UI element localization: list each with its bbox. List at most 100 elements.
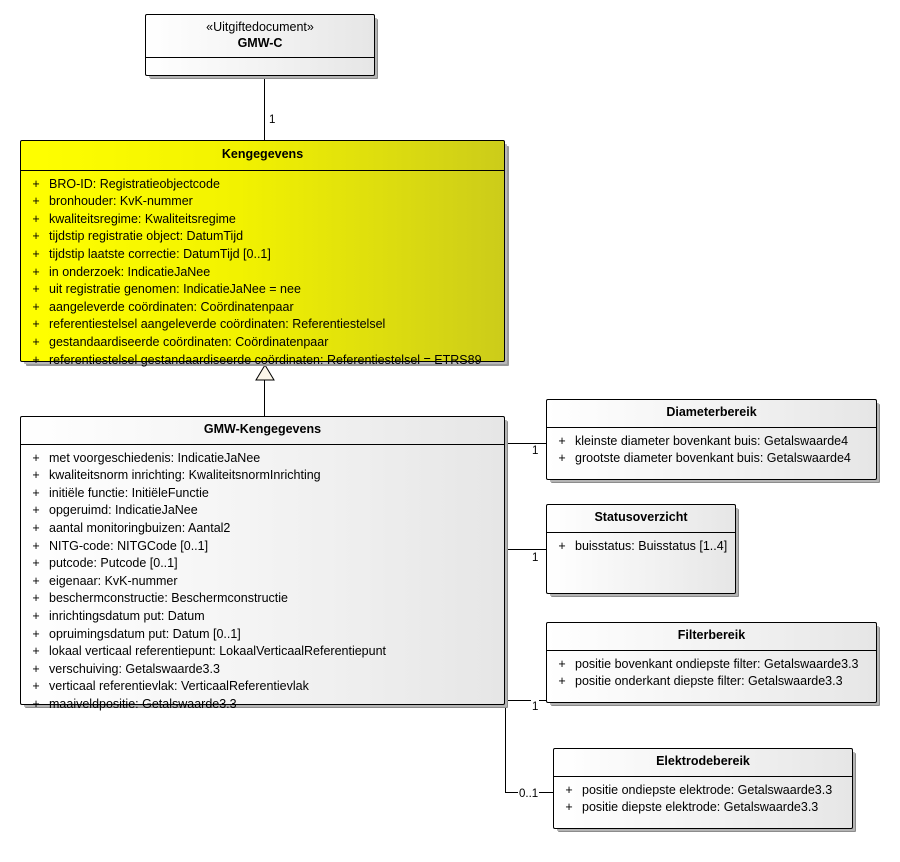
class-kengegevens-name: Kengegevens bbox=[221, 147, 304, 161]
visibility-marker: + bbox=[32, 468, 40, 483]
attribute-row: + referentiestelsel aangeleverde coördin… bbox=[21, 316, 504, 334]
class-filterbereik-attributes: + positie bovenkant ondiepste filter: Ge… bbox=[547, 651, 876, 696]
multiplicity-gmwc-kengegevens: 1 bbox=[268, 113, 277, 127]
attribute-row: + maaiveldpositie: Getalswaarde3.3 bbox=[21, 696, 504, 714]
class-kengegevens[interactable]: Kengegevens + BRO-ID: Registratieobjectc… bbox=[20, 140, 505, 367]
attribute-signature: opruimingsdatum put: Datum [0..1] bbox=[49, 626, 241, 641]
attribute-signature: in onderzoek: IndicatieJaNee bbox=[49, 264, 211, 279]
attribute-signature: positie diepste elektrode: Getalswaarde3… bbox=[582, 800, 819, 815]
attribute-row: + kleinste diameter bovenkant buis: Geta… bbox=[547, 433, 876, 451]
visibility-marker: + bbox=[32, 352, 40, 367]
attribute-signature: tijdstip registratie object: DatumTijd bbox=[49, 229, 244, 244]
class-elektrodebereik-header: Elektrodebereik bbox=[554, 749, 852, 777]
attribute-signature: inrichtingsdatum put: Datum bbox=[49, 608, 205, 623]
attribute-row: + beschermconstructie: Beschermconstruct… bbox=[21, 590, 504, 608]
class-filterbereik-name: Filterbereik bbox=[677, 628, 746, 642]
attribute-row: + aangeleverde coördinaten: Coördinatenp… bbox=[21, 299, 504, 317]
attribute-signature: maaiveldpositie: Getalswaarde3.3 bbox=[49, 696, 237, 711]
attribute-row: + lokaal verticaal referentiepunt: Lokaa… bbox=[21, 643, 504, 661]
visibility-marker: + bbox=[32, 282, 40, 297]
attribute-signature: positie onderkant diepste filter: Getals… bbox=[575, 674, 843, 689]
visibility-marker: + bbox=[32, 696, 40, 711]
attribute-signature: kwaliteitsregime: Kwaliteitsregime bbox=[49, 211, 236, 226]
visibility-marker: + bbox=[32, 450, 40, 465]
class-gmw-c[interactable]: «Uitgiftedocument» GMW-C bbox=[145, 14, 375, 76]
visibility-marker: + bbox=[32, 679, 40, 694]
attribute-row: + verschuiving: Getalswaarde3.3 bbox=[21, 661, 504, 679]
visibility-marker: + bbox=[32, 264, 40, 279]
attribute-signature: uit registratie genomen: IndicatieJaNee … bbox=[49, 282, 301, 297]
class-statusoverzicht-header: Statusoverzicht bbox=[547, 505, 735, 533]
multiplicity-diameterbereik: 1 bbox=[531, 444, 540, 458]
attribute-row: + eigenaar: KvK-nummer bbox=[21, 573, 504, 591]
attribute-row: + gestandaardiseerde coördinaten: Coördi… bbox=[21, 334, 504, 352]
class-kengegevens-header: Kengegevens bbox=[21, 141, 504, 171]
attribute-row: + kwaliteitsregime: Kwaliteitsregime bbox=[21, 211, 504, 229]
class-gmw-kengegevens[interactable]: GMW-Kengegevens + met voorgeschiedenis: … bbox=[20, 416, 505, 711]
attribute-signature: kleinste diameter bovenkant buis: Getals… bbox=[575, 433, 849, 448]
class-statusoverzicht-attributes: + buisstatus: Buisstatus [1..4] bbox=[547, 533, 735, 561]
attribute-row: + putcode: Putcode [0..1] bbox=[21, 555, 504, 573]
attribute-signature: referentiestelsel aangeleverde coördinat… bbox=[49, 317, 386, 332]
visibility-marker: + bbox=[32, 556, 40, 571]
visibility-marker: + bbox=[32, 661, 40, 676]
attribute-row: + tijdstip registratie object: DatumTijd bbox=[21, 228, 504, 246]
edge-gmwc-kengegevens bbox=[264, 78, 265, 140]
attribute-row: + BRO-ID: Registratieobjectcode bbox=[21, 176, 504, 194]
visibility-marker: + bbox=[32, 247, 40, 261]
class-gmw-kengegevens-name: GMW-Kengegevens bbox=[203, 422, 322, 436]
class-diameterbereik-attributes: + kleinste diameter bovenkant buis: Geta… bbox=[547, 428, 876, 473]
class-statusoverzicht[interactable]: Statusoverzicht + buisstatus: Buisstatus… bbox=[546, 504, 736, 594]
visibility-marker: + bbox=[558, 538, 566, 553]
class-diameterbereik[interactable]: Diameterbereik + kleinste diameter boven… bbox=[546, 399, 877, 480]
class-statusoverzicht-name: Statusoverzicht bbox=[594, 510, 688, 524]
edge-to-diameterbereik bbox=[505, 443, 547, 444]
attribute-row: + verticaal referentievlak: VerticaalRef… bbox=[21, 678, 504, 696]
attribute-row: + positie diepste elektrode: Getalswaard… bbox=[554, 799, 852, 817]
class-elektrodebereik-name: Elektrodebereik bbox=[656, 754, 750, 768]
visibility-marker: + bbox=[32, 334, 40, 349]
visibility-marker: + bbox=[32, 176, 40, 191]
attribute-signature: positie ondiepste elektrode: Getalswaard… bbox=[582, 782, 833, 797]
class-diameterbereik-name: Diameterbereik bbox=[666, 405, 757, 419]
visibility-marker: + bbox=[32, 503, 40, 518]
attribute-row: + positie onderkant diepste filter: Geta… bbox=[547, 673, 876, 691]
attribute-row: + grootste diameter bovenkant buis: Geta… bbox=[547, 450, 876, 468]
attribute-row: + bronhouder: KvK-nummer bbox=[21, 193, 504, 211]
attribute-signature: lokaal verticaal referentiepunt: LokaalV… bbox=[49, 644, 387, 659]
attribute-signature: bronhouder: KvK-nummer bbox=[49, 194, 193, 209]
visibility-marker: + bbox=[32, 194, 40, 209]
attribute-signature: eigenaar: KvK-nummer bbox=[49, 573, 178, 588]
attribute-signature: kwaliteitsnorm inrichting: Kwaliteitsnor… bbox=[49, 468, 321, 483]
edge-to-filterbereik bbox=[505, 700, 547, 701]
attribute-row: + kwaliteitsnorm inrichting: Kwaliteitsn… bbox=[21, 467, 504, 485]
attribute-signature: BRO-ID: Registratieobjectcode bbox=[49, 176, 220, 191]
class-elektrodebereik[interactable]: Elektrodebereik + positie ondiepste elek… bbox=[553, 748, 853, 829]
visibility-marker: + bbox=[32, 626, 40, 641]
multiplicity-elektrodebereik: 0..1 bbox=[518, 787, 540, 801]
attribute-signature: grootste diameter bovenkant buis: Getals… bbox=[575, 451, 851, 466]
attribute-signature: verticaal referentievlak: VerticaalRefer… bbox=[49, 679, 309, 694]
attribute-row: + opgeruimd: IndicatieJaNee bbox=[21, 502, 504, 520]
class-filterbereik[interactable]: Filterbereik + positie bovenkant ondieps… bbox=[546, 622, 877, 703]
class-filterbereik-header: Filterbereik bbox=[547, 623, 876, 651]
attribute-signature: aangeleverde coördinaten: Coördinatenpaa… bbox=[49, 299, 294, 314]
attribute-row: + buisstatus: Buisstatus [1..4] bbox=[547, 538, 735, 556]
attribute-signature: initiële functie: InitiëleFunctie bbox=[49, 485, 209, 500]
attribute-row: + positie bovenkant ondiepste filter: Ge… bbox=[547, 656, 876, 674]
class-kengegevens-attributes: + BRO-ID: Registratieobjectcode + bronho… bbox=[21, 171, 504, 375]
attribute-signature: beschermconstructie: Beschermconstructie bbox=[49, 591, 288, 606]
attribute-row: + referentiestelsel gestandaardiseerde c… bbox=[21, 352, 504, 370]
visibility-marker: + bbox=[565, 782, 573, 797]
edge-generalization-vertical bbox=[264, 380, 265, 416]
attribute-signature: opgeruimd: IndicatieJaNee bbox=[49, 503, 198, 518]
visibility-marker: + bbox=[32, 538, 40, 553]
edge-right-trunk bbox=[505, 443, 506, 793]
visibility-marker: + bbox=[32, 299, 40, 314]
attribute-row: + initiële functie: InitiëleFunctie bbox=[21, 485, 504, 503]
visibility-marker: + bbox=[565, 800, 573, 815]
multiplicity-filterbereik: 1 bbox=[531, 700, 540, 714]
visibility-marker: + bbox=[558, 451, 566, 466]
visibility-marker: + bbox=[32, 211, 40, 226]
